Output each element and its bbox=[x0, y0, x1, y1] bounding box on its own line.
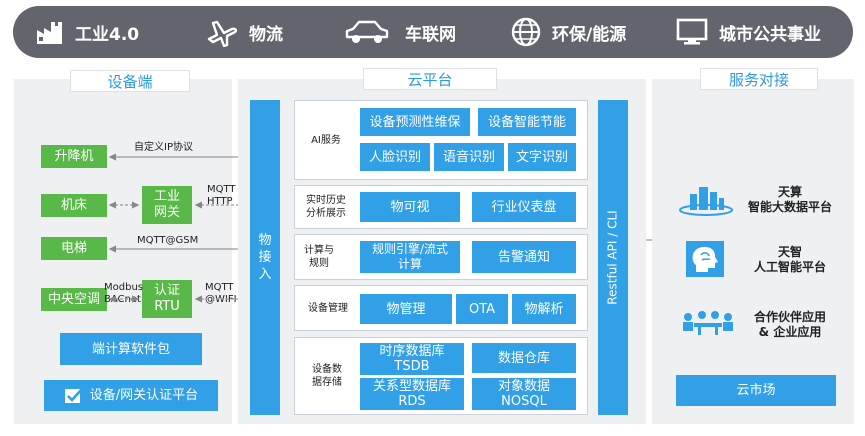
box-iot-visual: 物可视 bbox=[360, 192, 460, 222]
box-nosql: 对象数据 NOSQL bbox=[472, 378, 576, 410]
box-text-recognition: 文字识别 bbox=[508, 143, 576, 171]
box-industry-dashboard: 行业仪表盘 bbox=[472, 192, 576, 222]
monitor-icon bbox=[676, 18, 708, 45]
globe-icon bbox=[511, 17, 541, 47]
banner-item-energy: 环保/能源 bbox=[510, 6, 626, 58]
certified-rtu: 认证 RTU bbox=[142, 280, 192, 318]
service-bigdata bbox=[678, 184, 734, 220]
api-cli: Restful API / CLI bbox=[598, 100, 628, 415]
brain-icon bbox=[692, 246, 718, 272]
banner-label: 城市公共事业 bbox=[719, 24, 821, 45]
box-face-recognition: 人脸识别 bbox=[360, 143, 430, 171]
meeting-icon bbox=[683, 311, 733, 335]
cloud-panel-title: 云平台 bbox=[363, 68, 497, 90]
device-machine-tool: 机床 bbox=[41, 194, 107, 217]
service-bigdata-label: 天算 智能大数据平台 bbox=[747, 185, 832, 214]
banner-item-iov: 车联网 bbox=[343, 6, 456, 58]
device-elevator: 电梯 bbox=[41, 237, 107, 260]
building-icon bbox=[679, 187, 733, 216]
iot-access-label: 物 接 入 bbox=[258, 233, 272, 282]
factory-icon bbox=[37, 22, 62, 44]
device-lift: 升降机 bbox=[41, 145, 107, 168]
check-badge-icon bbox=[64, 387, 83, 403]
device-panel-title: 设备端 bbox=[70, 70, 190, 92]
banner-item-city: 城市公共事业 bbox=[675, 6, 821, 58]
banner-label: 工业4.0 bbox=[75, 24, 140, 45]
api-cli-label: Restful API / CLI bbox=[605, 210, 620, 305]
box-speech-recognition: 语音识别 bbox=[434, 143, 504, 171]
industrial-gateway: 工业 网关 bbox=[142, 186, 192, 224]
section-label: AI服务 bbox=[311, 134, 341, 146]
box-ota: OTA bbox=[456, 294, 508, 324]
service-partner bbox=[680, 310, 736, 340]
service-partner-label: 合作伙伴应用 & 企业应用 bbox=[753, 310, 826, 339]
service-ai bbox=[686, 241, 724, 277]
section-label: 计算与 规则 bbox=[304, 245, 334, 269]
section-label: 实时历史 分析展示 bbox=[306, 195, 346, 219]
protocol-mqtt-gsm: MQTT@GSM bbox=[137, 235, 199, 246]
banner-item-logistics: 物流 bbox=[205, 6, 283, 58]
service-ai-label: 天智 人工智能平台 bbox=[753, 245, 826, 274]
box-thing-management: 物管理 bbox=[360, 294, 452, 324]
banner-item-industry: 工业4.0 bbox=[35, 6, 139, 58]
industry-banner: 工业4.0 物流 车联网 环保/能源 城市公共事业 bbox=[13, 6, 853, 58]
service-panel-title: 服务对接 bbox=[700, 68, 818, 90]
box-tsdb: 时序数据库 TSDB bbox=[360, 343, 464, 375]
banner-label: 物流 bbox=[249, 24, 283, 45]
box-rule-engine: 规则引擎/流式 计算 bbox=[360, 241, 460, 273]
box-rds: 关系型数据库 RDS bbox=[360, 378, 464, 410]
device-central-ac: 中央空调 bbox=[41, 288, 107, 311]
service-panel bbox=[652, 79, 854, 424]
cloud-market: 云市场 bbox=[676, 375, 836, 406]
cert-platform: 设备/网关认证平台 bbox=[44, 380, 218, 411]
car-icon bbox=[345, 20, 389, 43]
box-data-warehouse: 数据仓库 bbox=[472, 343, 576, 373]
iot-access: 物 接 入 bbox=[250, 100, 280, 415]
section-label: 设备数 据存储 bbox=[312, 364, 342, 388]
banner-label: 环保/能源 bbox=[552, 24, 627, 45]
box-smart-energy: 设备智能节能 bbox=[478, 108, 576, 136]
section-label: 设备管理 bbox=[308, 302, 348, 314]
edge-sdk: 端计算软件包 bbox=[60, 333, 202, 365]
airplane-icon bbox=[207, 20, 237, 47]
box-thing-parse: 物解析 bbox=[512, 294, 576, 324]
banner-label: 车联网 bbox=[405, 24, 456, 45]
cert-platform-label: 设备/网关认证平台 bbox=[89, 388, 199, 403]
protocol-custom-ip: 自定义IP协议 bbox=[134, 142, 193, 153]
box-alarm-notify: 告警通知 bbox=[472, 241, 576, 273]
box-predictive-maintenance: 设备预测性维保 bbox=[360, 108, 470, 136]
